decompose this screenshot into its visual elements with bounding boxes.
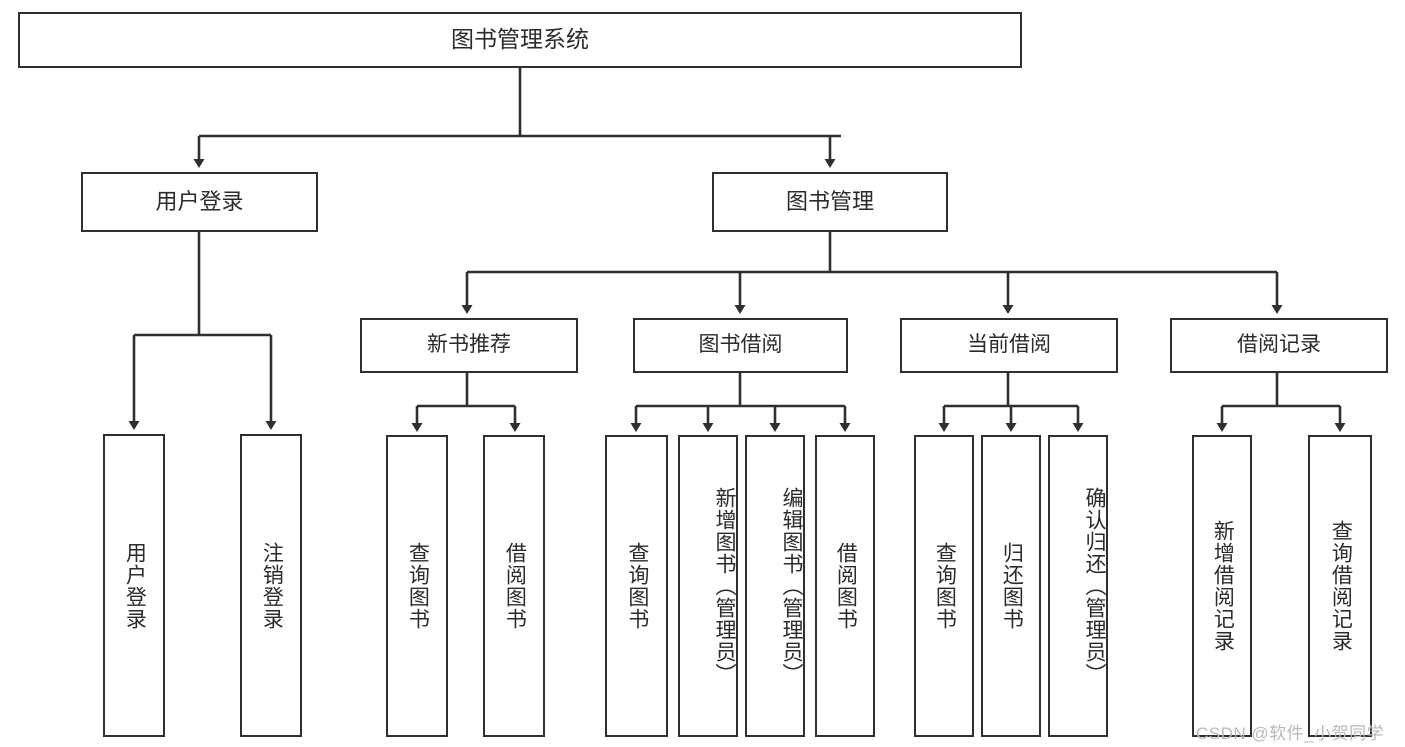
leaf-user-login[interactable]: 用户登录 (103, 434, 165, 737)
watermark: CSDN @软件_小贺同学 (1196, 724, 1385, 743)
leaf-borrow-book[interactable]: 借阅图书 (815, 435, 875, 737)
node-user-login[interactable]: 用户登录 (81, 172, 318, 232)
leaf-query-book-newbook[interactable]: 查询图书 (386, 435, 448, 737)
leaf-add-book-admin[interactable]: 新增图书（管理员） (678, 435, 738, 737)
leaf-query-borrow-record[interactable]: 查询借阅记录 (1308, 435, 1372, 737)
leaf-query-book-current[interactable]: 查询图书 (914, 435, 974, 737)
node-root[interactable]: 图书管理系统 (18, 12, 1022, 68)
node-book-management[interactable]: 图书管理 (712, 172, 948, 232)
node-borrow-record[interactable]: 借阅记录 (1170, 318, 1388, 373)
leaf-edit-book-admin[interactable]: 编辑图书（管理员） (745, 435, 805, 737)
leaf-return-book[interactable]: 归还图书 (981, 435, 1041, 737)
leaf-query-book-borrow[interactable]: 查询图书 (605, 435, 668, 737)
leaf-add-borrow-record[interactable]: 新增借阅记录 (1192, 435, 1252, 737)
leaf-borrow-book-newbook[interactable]: 借阅图书 (483, 435, 545, 737)
leaf-confirm-return-admin[interactable]: 确认归还（管理员） (1048, 435, 1108, 737)
node-book-borrow[interactable]: 图书借阅 (633, 318, 848, 373)
leaf-logout[interactable]: 注销登录 (240, 434, 302, 737)
node-new-book-recommend[interactable]: 新书推荐 (360, 318, 578, 373)
node-current-borrow[interactable]: 当前借阅 (900, 318, 1118, 373)
